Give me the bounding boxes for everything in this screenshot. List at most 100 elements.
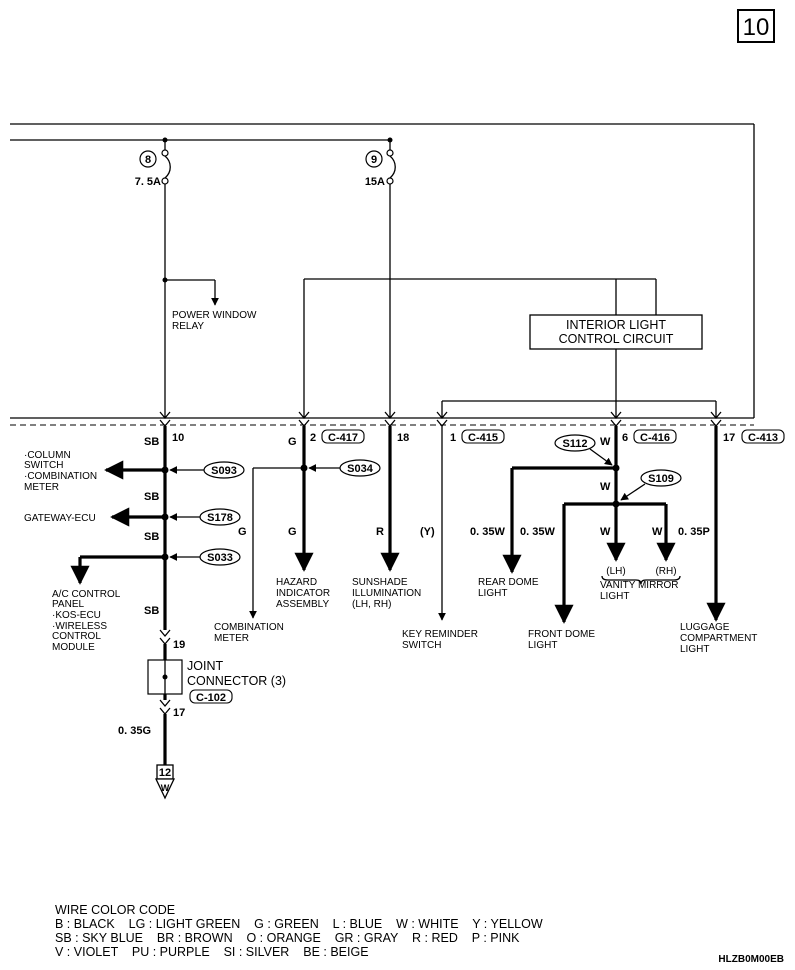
column-switch-label-4: METER bbox=[24, 482, 59, 493]
wire-r: R bbox=[376, 526, 384, 538]
wire-color-code-row-2: SB : SKY BLUE BR : BROWN O : ORANGE GR :… bbox=[55, 931, 520, 945]
off-page-letter: W bbox=[161, 783, 170, 793]
front-dome-label-1: FRONT DOME bbox=[528, 629, 595, 640]
power-window-relay-label-1: POWER WINDOW bbox=[172, 310, 257, 321]
combination-meter-label-1: COMBINATION bbox=[214, 622, 284, 633]
splice-s093: S093 bbox=[211, 465, 237, 477]
fuse-8-rating: 7. 5A bbox=[135, 176, 161, 188]
splice-s178: S178 bbox=[207, 512, 233, 524]
wire-g-2: G bbox=[238, 526, 247, 538]
ac-control-label-3: ·KOS-ECU bbox=[52, 610, 101, 621]
joint-connector-label-2: CONNECTOR (3) bbox=[187, 674, 286, 688]
wire-color-code: WIRE COLOR CODE B : BLACK LG : LIGHT GRE… bbox=[55, 903, 543, 959]
interior-light-label-2: CONTROL CIRCUIT bbox=[559, 332, 674, 346]
fuse-8-number: 8 bbox=[145, 154, 151, 166]
connector-c413: C-413 bbox=[748, 432, 778, 444]
wire-w-4: W bbox=[652, 526, 663, 538]
fuse-8: 8 7. 5A bbox=[135, 137, 171, 188]
wire-sb-2: SB bbox=[144, 491, 159, 503]
sunshade-label-2: ILLUMINATION bbox=[352, 588, 421, 599]
wire-035p: 0. 35P bbox=[678, 526, 710, 538]
splice-s033: S033 bbox=[207, 552, 233, 564]
combination-meter-label-2: METER bbox=[214, 633, 249, 644]
power-window-relay-label-2: RELAY bbox=[172, 321, 204, 332]
wire-035w-a: 0. 35W bbox=[470, 526, 505, 538]
pin-6: 6 bbox=[622, 432, 628, 444]
wire-w-2: W bbox=[600, 481, 611, 493]
wire-color-code-row-3: V : VIOLET PU : PURPLE SI : SILVER BE : … bbox=[55, 945, 369, 959]
luggage-label-1: LUGGAGE bbox=[680, 622, 730, 633]
splice-s034: S034 bbox=[347, 463, 374, 475]
rear-dome-label-2: LIGHT bbox=[478, 588, 507, 599]
pin-18: 18 bbox=[397, 432, 409, 444]
wire-g-1: G bbox=[288, 436, 297, 448]
y-circuit: (Y) KEY REMINDER SWITCH bbox=[402, 426, 478, 651]
key-reminder-label-2: SWITCH bbox=[402, 640, 441, 651]
vanity-mirror-label-1: VANITY MIRROR bbox=[600, 580, 679, 591]
wire-sb-4: SB bbox=[144, 605, 159, 617]
pin-2: 2 bbox=[310, 432, 316, 444]
ac-control-label-4: ·WIRELESS bbox=[52, 621, 107, 632]
pin-10: 10 bbox=[172, 432, 184, 444]
sunshade-label-1: SUNSHADE bbox=[352, 577, 408, 588]
g-circuit: G S034 G G COMBINATION METER HAZARD INDI… bbox=[214, 426, 381, 644]
splice-s112: S112 bbox=[562, 438, 587, 450]
sb-circuit: SB SB SB SB S093 ·COLUMN SWITCH ·COMBINA… bbox=[24, 426, 286, 800]
r-circuit: R SUNSHADE ILLUMINATION (LH, RH) bbox=[352, 426, 421, 610]
vanity-rh: (RH) bbox=[655, 566, 676, 577]
column-switch-label-1: ·COLUMN bbox=[24, 450, 71, 461]
ac-control-label-2: PANEL bbox=[52, 599, 84, 610]
connector-c102: C-102 bbox=[196, 692, 226, 704]
splice-s109: S109 bbox=[648, 473, 674, 485]
page-number-box: 10 bbox=[737, 9, 775, 43]
luggage-label-3: LIGHT bbox=[680, 644, 709, 655]
pin-labels: 10 2 C-417 18 1 C-415 6 C-416 17 C-413 bbox=[172, 429, 785, 444]
wire-color-code-title: WIRE COLOR CODE bbox=[55, 903, 175, 917]
hazard-label-2: INDICATOR bbox=[276, 588, 330, 599]
ac-control-label-5: CONTROL bbox=[52, 631, 101, 642]
luggage-label-2: COMPARTMENT bbox=[680, 633, 757, 644]
vanity-mirror-label-2: LIGHT bbox=[600, 591, 629, 602]
key-reminder-label-1: KEY REMINDER bbox=[402, 629, 478, 640]
p-circuit: LUGGAGE COMPARTMENT LIGHT bbox=[680, 426, 757, 655]
connector-c415: C-415 bbox=[468, 432, 498, 444]
wire-g-3: G bbox=[288, 526, 297, 538]
connector-c417: C-417 bbox=[328, 432, 358, 444]
fuse-9-rating: 15A bbox=[365, 176, 385, 188]
wire-sb-3: SB bbox=[144, 531, 159, 543]
wire-035g: 0. 35G bbox=[118, 725, 151, 737]
interior-light-control-circuit: INTERIOR LIGHT CONTROL CIRCUIT bbox=[303, 278, 717, 418]
interior-light-label-1: INTERIOR LIGHT bbox=[566, 318, 666, 332]
diagram-code: HLZB0M00EB bbox=[718, 954, 784, 965]
wire-sb-1: SB bbox=[144, 436, 159, 448]
hazard-label-1: HAZARD bbox=[276, 577, 317, 588]
wire-w-1: W bbox=[600, 436, 611, 448]
wire-y: (Y) bbox=[420, 526, 435, 538]
w-circuit: W S112 W 0. 35W REAR DOME LIGHT S109 0. … bbox=[470, 426, 710, 651]
fuse-9: 9 15A bbox=[365, 137, 396, 188]
column-switch-label-2: SWITCH bbox=[24, 460, 63, 471]
column-switch-label-3: ·COMBINATION bbox=[24, 471, 97, 482]
joint-pin-17: 17 bbox=[173, 707, 185, 719]
ac-control-label-1: A/C CONTROL bbox=[52, 589, 121, 600]
pin-1: 1 bbox=[450, 432, 456, 444]
joint-pin-19: 19 bbox=[173, 639, 185, 651]
off-page-number: 12 bbox=[159, 767, 171, 779]
wire-035w-b: 0. 35W bbox=[520, 526, 555, 538]
front-dome-label-2: LIGHT bbox=[528, 640, 557, 651]
page-number: 10 bbox=[743, 14, 770, 41]
connector-c416: C-416 bbox=[640, 432, 670, 444]
ac-control-label-6: MODULE bbox=[52, 642, 95, 653]
hazard-label-3: ASSEMBLY bbox=[276, 599, 329, 610]
power-bus bbox=[10, 123, 755, 419]
pin-17: 17 bbox=[723, 432, 735, 444]
vanity-lh: (LH) bbox=[606, 566, 625, 577]
fuse-9-number: 9 bbox=[371, 154, 377, 166]
wire-w-3: W bbox=[600, 526, 611, 538]
wire-color-code-row-1: B : BLACK LG : LIGHT GREEN G : GREEN L :… bbox=[55, 917, 543, 931]
gateway-ecu-label: GATEWAY-ECU bbox=[24, 513, 96, 524]
sunshade-label-3: (LH, RH) bbox=[352, 599, 391, 610]
rear-dome-label-1: REAR DOME bbox=[478, 577, 539, 588]
terminal-marks bbox=[159, 411, 722, 428]
